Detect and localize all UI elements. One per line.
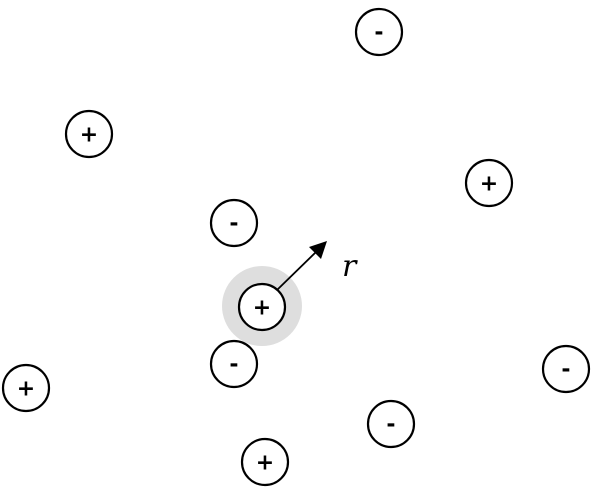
ion-sign: +: [480, 172, 498, 197]
ion-positive: +: [64, 109, 114, 159]
ion-ring: [1, 363, 51, 413]
ion-sign: -: [374, 21, 383, 46]
ion-positive: +: [240, 437, 290, 487]
ion-sign: +: [253, 296, 271, 321]
ion-sign: -: [386, 413, 395, 438]
ion-ring: [209, 198, 259, 248]
ion-sign: +: [256, 451, 274, 476]
ion-sign: +: [80, 123, 98, 148]
ion-negative: -: [541, 344, 591, 394]
ion-positive: +: [1, 363, 51, 413]
ion-positive: +: [464, 158, 514, 208]
radius-label: r: [342, 249, 358, 284]
ion-ring: [464, 158, 514, 208]
ion-negative: -: [366, 399, 416, 449]
ion-ring: [64, 109, 114, 159]
ion-sign: -: [561, 358, 570, 383]
ion-negative: -: [354, 7, 404, 57]
ion-ring: [240, 437, 290, 487]
ion-sign: +: [17, 377, 35, 402]
ion-ring: [209, 339, 259, 389]
ion-positive-central: +: [237, 282, 287, 332]
ion-negative: -: [209, 198, 259, 248]
radius-arrow-head: [309, 241, 327, 259]
radius-arrow-shaft: [276, 251, 317, 291]
ion-ring: [237, 282, 287, 332]
ion-ring: [354, 7, 404, 57]
ion-negative: -: [209, 339, 259, 389]
ion-sign: -: [229, 212, 238, 237]
ion-ring: [366, 399, 416, 449]
ion-sign: -: [229, 353, 238, 378]
radius-arrow: [276, 241, 327, 291]
ion-ring: [541, 344, 591, 394]
